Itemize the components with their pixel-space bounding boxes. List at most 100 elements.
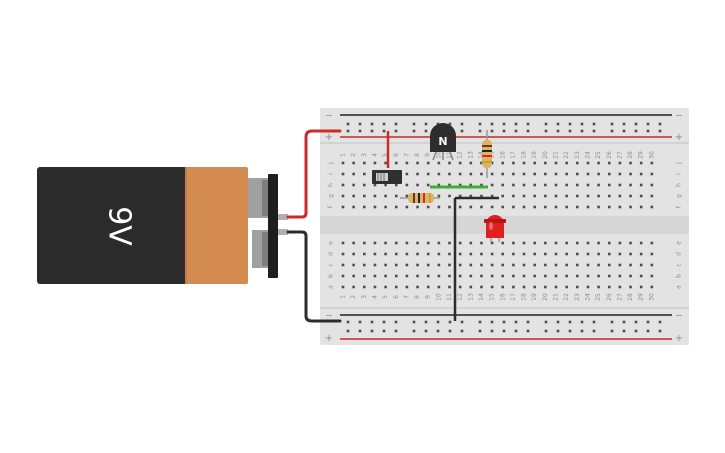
terminal-hole[interactable] xyxy=(650,172,654,176)
terminal-hole[interactable] xyxy=(490,205,494,209)
terminal-hole[interactable] xyxy=(576,172,579,176)
terminal-hole[interactable] xyxy=(458,194,462,198)
rail-hole[interactable] xyxy=(658,320,662,324)
rail-hole[interactable] xyxy=(502,329,506,333)
terminal-hole[interactable] xyxy=(618,274,622,278)
terminal-hole[interactable] xyxy=(544,285,547,289)
rail-hole[interactable] xyxy=(580,329,584,333)
terminal-hole[interactable] xyxy=(416,241,419,245)
terminal-hole[interactable] xyxy=(650,241,654,245)
terminal-hole[interactable] xyxy=(501,274,505,278)
rail-hole[interactable] xyxy=(568,320,572,324)
rail-hole[interactable] xyxy=(646,320,650,324)
terminal-hole[interactable] xyxy=(341,172,345,176)
terminal-hole[interactable] xyxy=(426,172,430,176)
terminal-hole[interactable] xyxy=(607,161,611,165)
rail-hole[interactable] xyxy=(592,129,596,133)
terminal-hole[interactable] xyxy=(458,183,462,187)
rail-hole[interactable] xyxy=(382,122,386,126)
terminal-hole[interactable] xyxy=(639,263,643,267)
terminal-hole[interactable] xyxy=(501,285,505,289)
switch-slider[interactable] xyxy=(376,173,388,181)
rail-hole[interactable] xyxy=(382,329,386,333)
terminal-hole[interactable] xyxy=(341,161,345,165)
terminal-hole[interactable] xyxy=(469,263,473,267)
terminal-hole[interactable] xyxy=(512,161,515,165)
terminal-hole[interactable] xyxy=(426,285,430,289)
rail-hole[interactable] xyxy=(358,320,362,324)
terminal-hole[interactable] xyxy=(639,194,643,198)
rail-hole[interactable] xyxy=(568,329,572,333)
rail-hole[interactable] xyxy=(526,320,530,324)
terminal-hole[interactable] xyxy=(597,172,600,176)
terminal-hole[interactable] xyxy=(448,285,451,289)
terminal-hole[interactable] xyxy=(607,241,611,245)
rail-hole[interactable] xyxy=(658,329,662,333)
led[interactable] xyxy=(484,215,506,242)
terminal-hole[interactable] xyxy=(469,285,473,289)
terminal-hole[interactable] xyxy=(607,194,611,198)
terminal-hole[interactable] xyxy=(522,252,526,256)
rail-hole[interactable] xyxy=(490,320,494,324)
terminal-hole[interactable] xyxy=(480,194,483,198)
rail-hole[interactable] xyxy=(622,129,626,133)
terminal-hole[interactable] xyxy=(650,205,654,209)
terminal-hole[interactable] xyxy=(373,274,377,278)
terminal-hole[interactable] xyxy=(458,252,462,256)
rail-hole[interactable] xyxy=(514,129,518,133)
terminal-hole[interactable] xyxy=(533,172,536,176)
terminal-hole[interactable] xyxy=(458,285,462,289)
rail-hole[interactable] xyxy=(490,129,494,133)
terminal-hole[interactable] xyxy=(480,172,483,176)
terminal-hole[interactable] xyxy=(629,274,632,278)
terminal-hole[interactable] xyxy=(629,263,632,267)
rail-hole[interactable] xyxy=(358,329,362,333)
terminal-hole[interactable] xyxy=(629,285,632,289)
terminal-hole[interactable] xyxy=(480,241,483,245)
terminal-hole[interactable] xyxy=(565,172,568,176)
wire-battery-negative[interactable] xyxy=(286,230,342,323)
breadboard[interactable]: −−++−−++11223344556677889910101111121213… xyxy=(320,108,689,345)
terminal-hole[interactable] xyxy=(490,252,494,256)
terminal-hole[interactable] xyxy=(384,205,387,209)
rail-hole[interactable] xyxy=(424,320,428,324)
terminal-hole[interactable] xyxy=(544,194,547,198)
terminal-hole[interactable] xyxy=(629,241,632,245)
terminal-hole[interactable] xyxy=(512,252,515,256)
rail-hole[interactable] xyxy=(412,320,416,324)
terminal-hole[interactable] xyxy=(501,183,505,187)
terminal-hole[interactable] xyxy=(416,183,419,187)
terminal-hole[interactable] xyxy=(544,241,547,245)
rail-hole[interactable] xyxy=(622,122,626,126)
terminal-hole[interactable] xyxy=(512,194,515,198)
terminal-hole[interactable] xyxy=(469,274,473,278)
terminal-hole[interactable] xyxy=(607,205,611,209)
terminal-hole[interactable] xyxy=(554,274,558,278)
rail-hole[interactable] xyxy=(544,129,548,133)
rail-hole[interactable] xyxy=(424,129,428,133)
terminal-hole[interactable] xyxy=(597,161,600,165)
terminal-hole[interactable] xyxy=(394,252,398,256)
rail-hole[interactable] xyxy=(346,129,350,133)
terminal-hole[interactable] xyxy=(629,183,632,187)
terminal-hole[interactable] xyxy=(501,252,505,256)
terminal-hole[interactable] xyxy=(363,285,366,289)
terminal-hole[interactable] xyxy=(629,252,632,256)
terminal-hole[interactable] xyxy=(341,183,345,187)
terminal-hole[interactable] xyxy=(565,161,568,165)
terminal-hole[interactable] xyxy=(448,274,451,278)
rail-hole[interactable] xyxy=(526,329,530,333)
rail-hole[interactable] xyxy=(592,329,596,333)
rail-hole[interactable] xyxy=(580,129,584,133)
terminal-hole[interactable] xyxy=(469,172,473,176)
terminal-hole[interactable] xyxy=(448,194,451,198)
terminal-hole[interactable] xyxy=(437,205,441,209)
terminal-hole[interactable] xyxy=(394,161,398,165)
terminal-hole[interactable] xyxy=(565,263,568,267)
terminal-hole[interactable] xyxy=(352,241,355,245)
terminal-hole[interactable] xyxy=(522,183,526,187)
terminal-hole[interactable] xyxy=(629,194,632,198)
terminal-hole[interactable] xyxy=(512,172,515,176)
terminal-hole[interactable] xyxy=(352,194,355,198)
terminal-hole[interactable] xyxy=(405,205,409,209)
